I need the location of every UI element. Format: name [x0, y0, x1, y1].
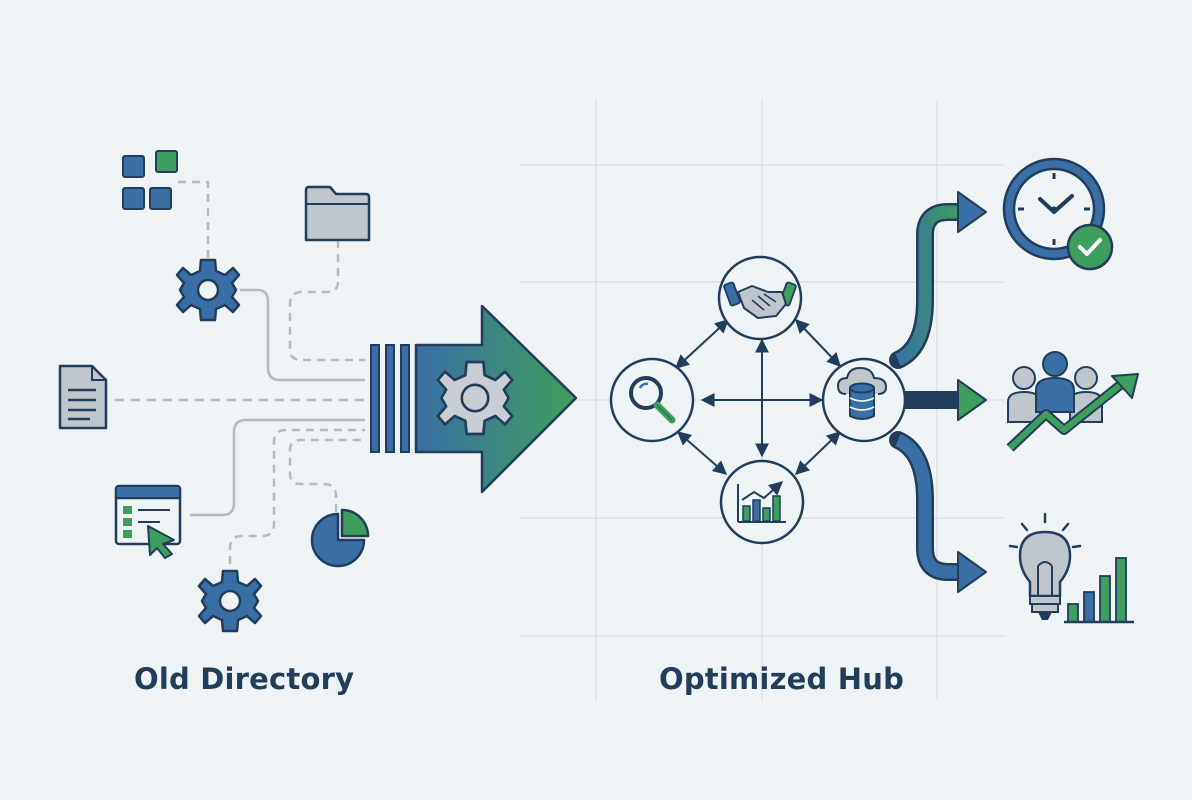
- gear-icon: [175, 258, 241, 322]
- handshake-icon: [717, 255, 803, 341]
- optimized-hub-label: Optimized Hub: [659, 662, 905, 696]
- magnifier-icon: [609, 357, 695, 443]
- folder-icon: [304, 185, 371, 242]
- grid-tiles-icon: [122, 150, 178, 210]
- gear-icon: [436, 360, 514, 436]
- outflow-arrows: [889, 191, 987, 593]
- clock-check-icon: [1002, 157, 1114, 271]
- connector-lines: [115, 180, 365, 578]
- cloud-database-icon: [821, 357, 907, 443]
- bar-chart-icon: [719, 459, 805, 545]
- document-icon: [58, 364, 108, 430]
- browser-cursor-icon: [114, 484, 182, 559]
- team-growth-icon: [1006, 351, 1139, 452]
- old-directory-label: Old Directory: [134, 662, 355, 696]
- gear-icon: [197, 569, 263, 633]
- hub-connections: [674, 318, 842, 475]
- lightbulb-chart-icon: [1008, 512, 1134, 624]
- pie-chart-icon: [310, 508, 370, 568]
